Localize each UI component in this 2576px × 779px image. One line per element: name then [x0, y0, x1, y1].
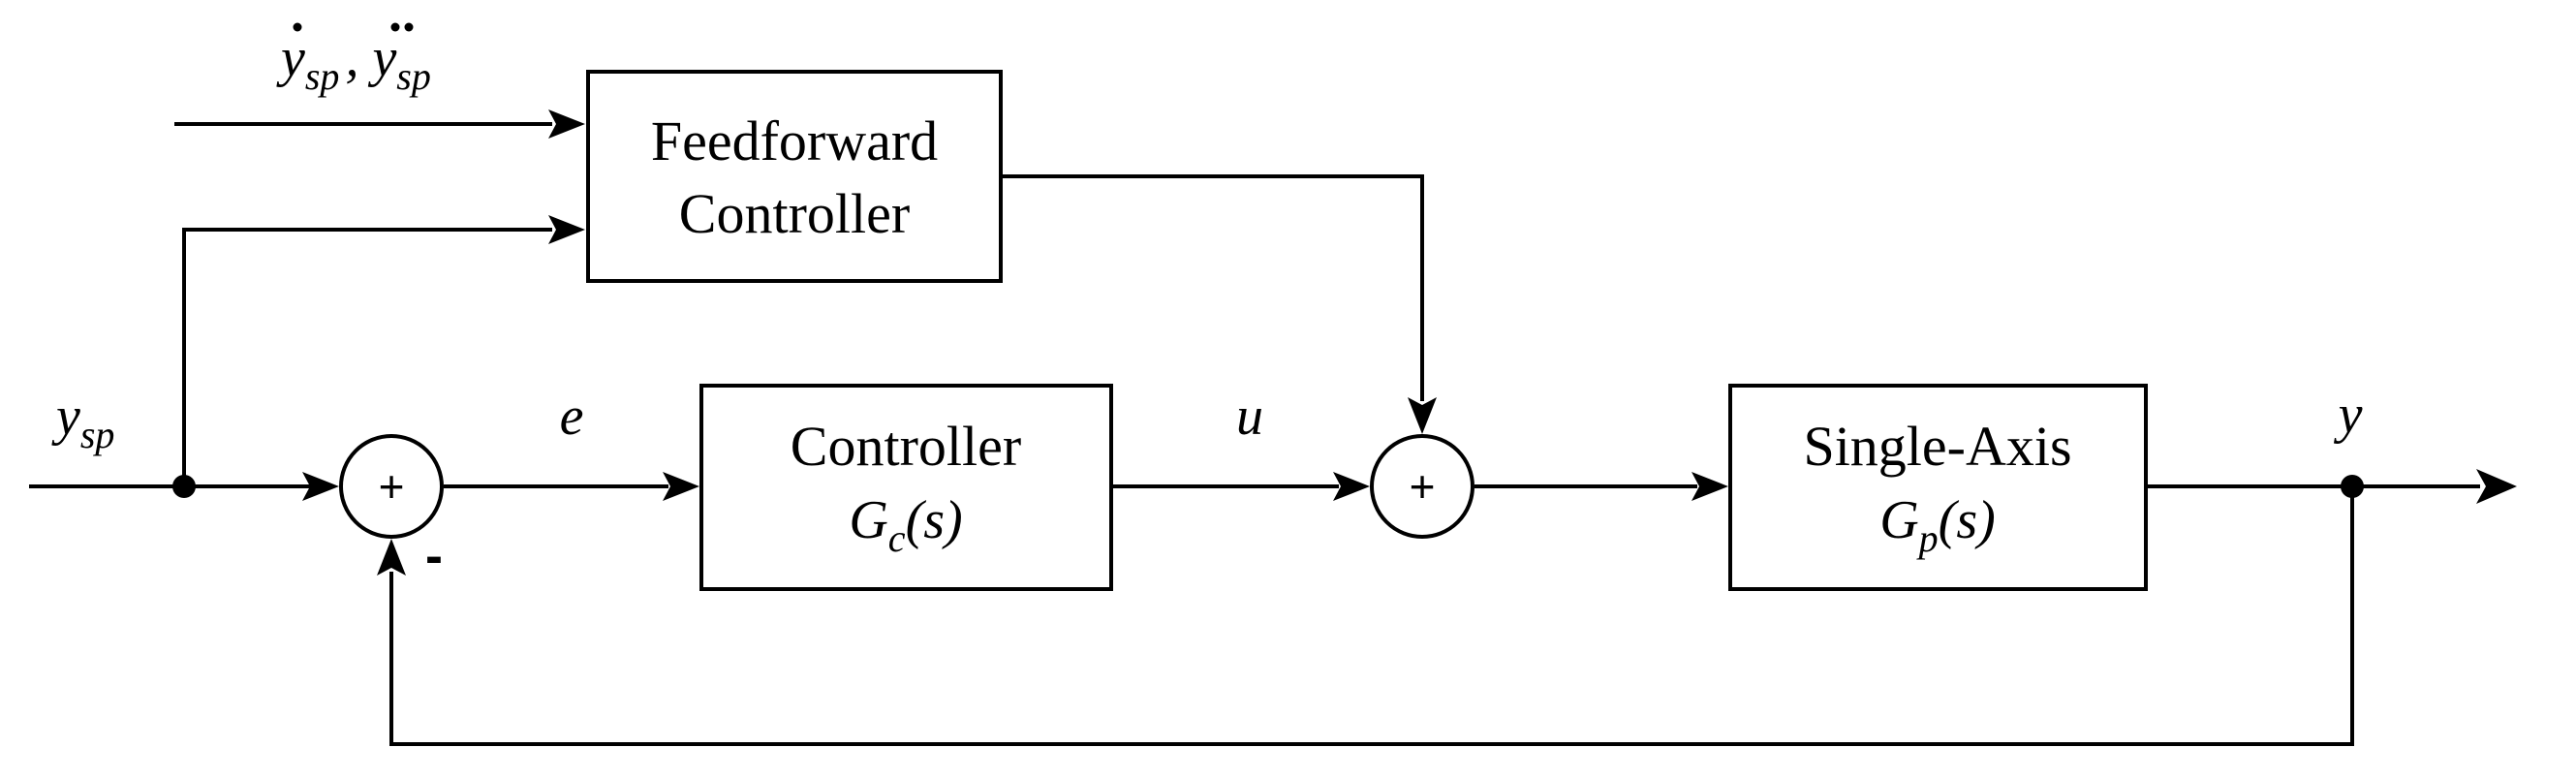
- setpoint-deriv2-main: y: [367, 28, 396, 88]
- second-derivative-dot-right: [404, 22, 414, 32]
- error-signal-label: e: [560, 387, 584, 447]
- arrowhead-sum2-left: [1333, 472, 1370, 501]
- setpoint-deriv1-main: y: [276, 28, 305, 88]
- setpoint-label: ysp: [51, 387, 114, 456]
- plant-transfer-function: Gp(s): [1879, 490, 1996, 560]
- first-derivative-dot: [293, 22, 302, 32]
- controller-tf-arg: (s): [906, 490, 963, 550]
- plant-label: Single-Axis: [1803, 415, 2071, 478]
- plant-block: [1728, 384, 2148, 591]
- feedforward-label-line2: Controller: [679, 182, 910, 245]
- wire-setpoint-to-ff: [182, 228, 552, 486]
- plant-tf-sub: p: [1916, 516, 1939, 560]
- setpoint-label-sub: sp: [80, 413, 115, 456]
- arrowhead-sum2-top: [1408, 397, 1437, 434]
- arrowhead-feedback: [377, 539, 406, 576]
- controller-transfer-function: Gc(s): [849, 490, 962, 560]
- arrowhead-ff-top: [548, 109, 585, 139]
- setpoint-deriv-separator: ,: [345, 28, 358, 88]
- feedforward-label-line1: Feedforward: [651, 109, 938, 172]
- ff-sum-plus-sign: +: [1410, 461, 1436, 512]
- arrowhead-ff-bottom: [548, 215, 585, 244]
- control-signal-label: u: [1236, 387, 1263, 447]
- output-signal-label: y: [2334, 385, 2363, 445]
- arrowhead-plant: [1691, 472, 1728, 501]
- setpoint-deriv2-sub: sp: [396, 54, 431, 98]
- arrowhead-controller: [663, 472, 699, 501]
- controller-label: Controller: [791, 415, 1021, 478]
- controller-tf-main: G: [849, 490, 887, 550]
- second-derivative-dot-left: [390, 22, 400, 32]
- arrowhead-output: [2476, 469, 2517, 504]
- error-sum-plus-sign: +: [379, 461, 405, 512]
- controller-block: [699, 384, 1113, 591]
- feedback-minus-sign: -: [425, 527, 443, 585]
- arrowhead-sum1: [302, 472, 339, 501]
- branch-point-setpoint: [172, 475, 196, 498]
- wire-ff-output: [1001, 174, 1424, 401]
- feedforward-controller-block: [586, 70, 1003, 283]
- setpoint-label-main: y: [51, 387, 80, 447]
- wire-feedback: [389, 486, 2354, 746]
- feedforward-summing-junction: [1370, 434, 1474, 539]
- setpoint-deriv1-sub: sp: [305, 54, 340, 98]
- setpoint-derivatives-label: ysp,ysp: [276, 28, 431, 98]
- error-summing-junction: [339, 434, 444, 539]
- plant-tf-main: G: [1879, 490, 1918, 550]
- plant-tf-arg: (s): [1939, 490, 1996, 550]
- controller-tf-sub: c: [888, 516, 906, 560]
